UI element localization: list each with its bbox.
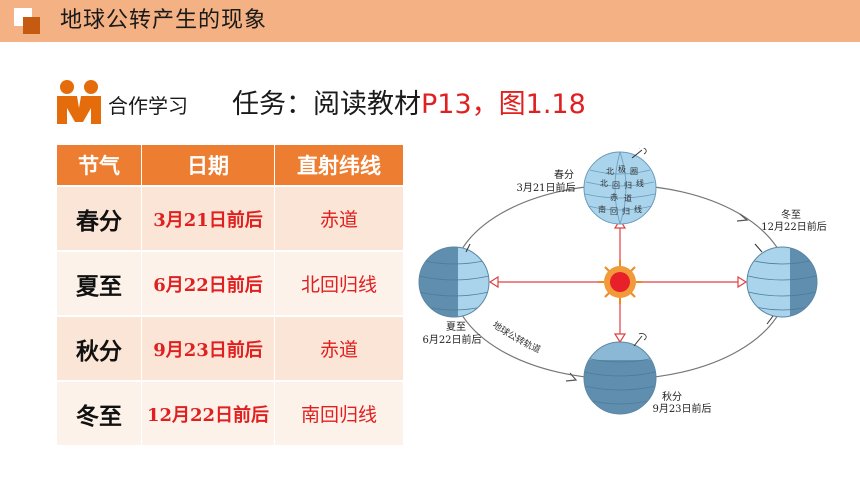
table-header-row: 节气 日期 直射纬线 xyxy=(57,145,403,185)
sun-icon xyxy=(598,260,642,304)
table-row: 春分 3月21日前后 赤道 xyxy=(57,185,403,250)
earth-orbit-diagram: 北 极 圈 北 回 归 线 赤 道 南 回 归 线 春分 3月21日前后 冬至 … xyxy=(418,148,827,415)
latitude-cell: 赤道 xyxy=(275,315,403,380)
latitude-cell: 赤道 xyxy=(275,185,403,250)
date-cell: 12月22日前后 xyxy=(142,380,275,445)
lat-char: 归 xyxy=(622,206,630,216)
spring-date-label: 3月21日前后 xyxy=(516,181,575,194)
lat-char: 线 xyxy=(636,178,644,188)
lat-char: 回 xyxy=(612,181,620,190)
lat-char: 道 xyxy=(624,193,632,203)
orbit-label-text: 地球公转轨道 xyxy=(490,319,542,356)
cooperation-label: 合作学习 xyxy=(108,94,188,118)
date-cell: 9月23日前后 xyxy=(142,315,275,380)
term-cell: 冬至 xyxy=(57,380,142,445)
autumn-name-label: 秋分 xyxy=(662,390,682,403)
header-bar: 地球公转产生的现象 xyxy=(0,0,860,42)
task-instruction: 任务：阅读教材P13，图1.18 xyxy=(232,82,586,121)
header-term: 节气 xyxy=(57,145,142,185)
orbit-arrow-icon xyxy=(565,372,578,382)
earth-autumn-equinox xyxy=(583,333,657,415)
spring-name-label: 春分 xyxy=(554,169,574,181)
lat-char: 归 xyxy=(624,180,632,190)
task-prefix: 任务：阅读教材 xyxy=(232,89,421,120)
earth-summer-solstice xyxy=(418,243,490,318)
page-title: 地球公转产生的现象 xyxy=(60,8,268,33)
orbit-arrow-icon xyxy=(736,213,749,222)
earth-spring-equinox xyxy=(583,148,657,225)
latitude-cell: 南回归线 xyxy=(275,380,403,445)
summer-date-label: 6月22日前后 xyxy=(422,333,481,346)
header-logo-icon xyxy=(14,8,40,34)
table-row: 秋分 9月23日前后 赤道 xyxy=(57,315,403,380)
earth-winter-solstice xyxy=(746,243,818,325)
lat-char: 北 xyxy=(600,179,608,188)
winter-date-label: 12月22日前后 xyxy=(761,220,826,233)
table-row: 夏至 6月22日前后 北回归线 xyxy=(57,250,403,315)
lat-char: 线 xyxy=(634,204,642,214)
term-cell: 春分 xyxy=(57,185,142,250)
lat-char: 回 xyxy=(610,207,618,216)
header-date: 日期 xyxy=(142,145,275,185)
orbit-label: 地球公转轨道 xyxy=(490,319,542,356)
date-cell: 3月21日前后 xyxy=(142,185,275,250)
solar-terms-table: 节气 日期 直射纬线 春分 3月21日前后 赤道 夏至 6月22日前后 北回归线… xyxy=(57,145,403,445)
lat-char: 赤 xyxy=(610,193,618,202)
task-reference: P13，图1.18 xyxy=(421,89,586,120)
autumn-date-label: 9月23日前后 xyxy=(652,402,711,415)
table-row: 冬至 12月22日前后 南回归线 xyxy=(57,380,403,445)
lat-char: 圈 xyxy=(630,167,638,176)
lat-char: 极 xyxy=(618,164,626,174)
latitude-cell: 北回归线 xyxy=(275,250,403,315)
winter-name-label: 冬至 xyxy=(781,208,801,221)
date-cell: 6月22日前后 xyxy=(142,250,275,315)
term-cell: 秋分 xyxy=(57,315,142,380)
term-cell: 夏至 xyxy=(57,250,142,315)
summer-name-label: 夏至 xyxy=(446,321,466,333)
header-latitude: 直射纬线 xyxy=(275,145,403,185)
cooperation-people-icon xyxy=(57,80,101,124)
lat-char: 南 xyxy=(598,204,606,214)
lat-char: 北 xyxy=(606,167,614,176)
